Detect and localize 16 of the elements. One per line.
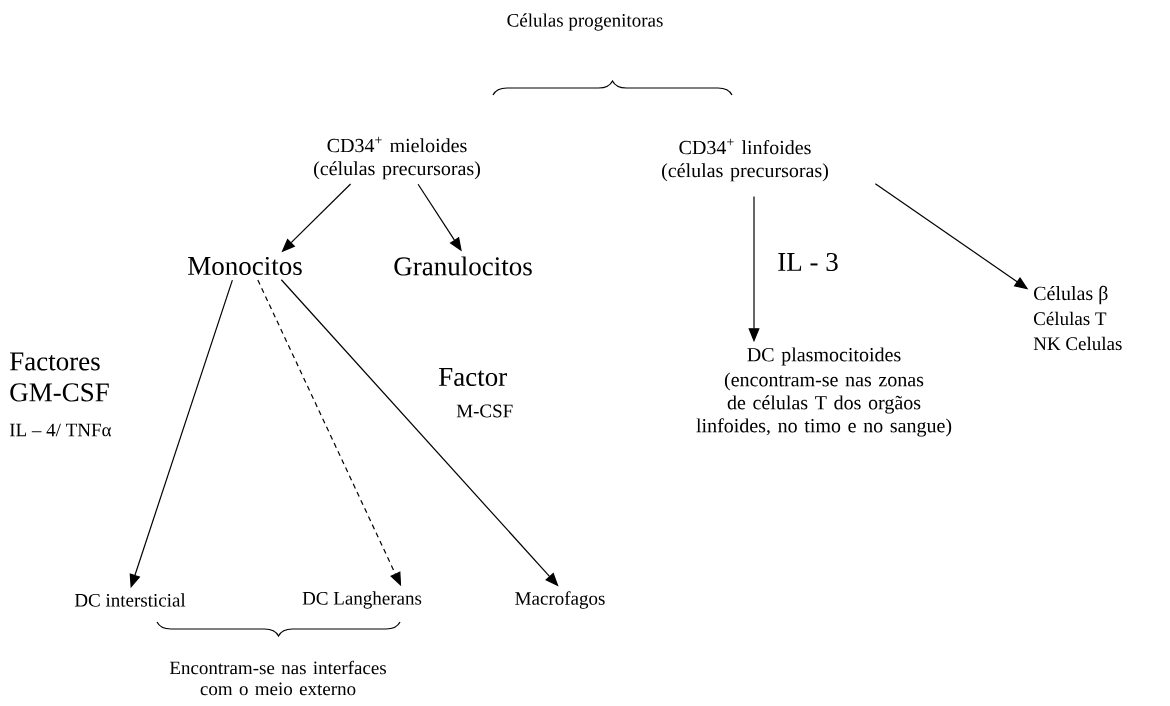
node-text: CD34$^{+}$ linfoides (células precursoras) [662, 138, 828, 182]
label: M-CSF [456, 404, 513, 418]
node-text: Macrofagos [515, 591, 605, 609]
node-text: Células β Células T NK Celulas [1033, 285, 1122, 351]
node-text: DC intersticial [74, 593, 186, 607]
node-text: DC plasmocitoides (encontram-se nas zonas de células T dos orgãos linfoides, no timo e no sangue) [696, 347, 952, 437]
label: Células progenitoras [507, 13, 663, 31]
label: Factores GM-CSF [10, 352, 109, 402]
node-text: Monocitos [188, 256, 302, 276]
node-text: CD34$^{+}$ mieloides (células precursoras) [314, 136, 480, 180]
node-text: DC Langherans [302, 591, 422, 609]
edge-label: IL - 3 [776, 251, 840, 273]
label: Encontram-se nas interfaces com o meio externo [169, 660, 386, 696]
node-text: Granulocitos [394, 256, 532, 276]
label: IL – 4/ TNFα [9, 423, 112, 437]
label: Factor [439, 368, 507, 386]
